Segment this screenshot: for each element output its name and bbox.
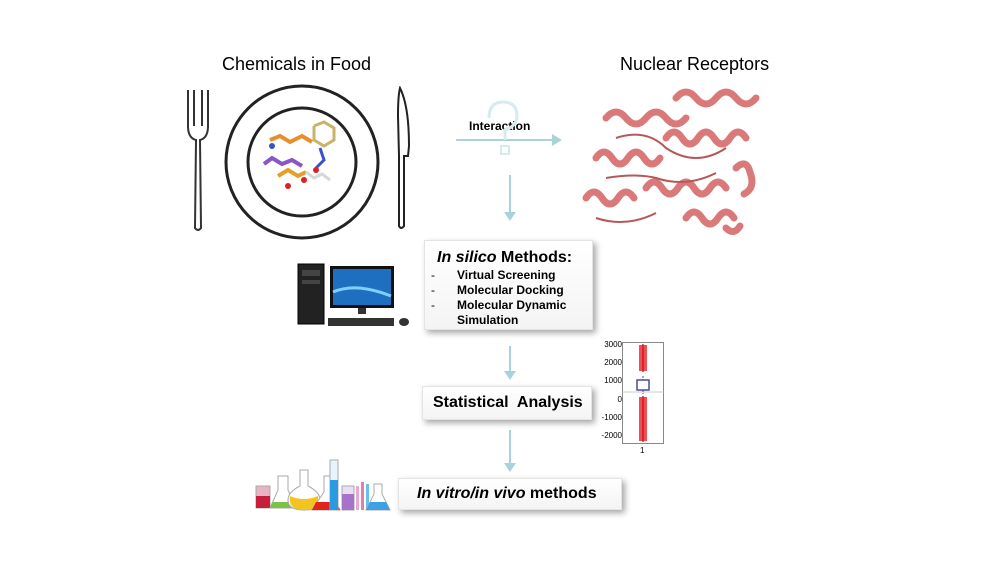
fork-icon (187, 90, 209, 231)
down-arrow-1 (504, 175, 516, 221)
in-silico-methods-box: In silico Methods: -Virtual Screening -M… (424, 240, 593, 330)
statistical-analysis-label: Statistical Analysis (433, 394, 583, 411)
y-tick: 0 (617, 395, 622, 404)
computer-icon (297, 263, 409, 326)
y-tick: -2000 (601, 431, 622, 440)
outlier-markers (639, 344, 647, 442)
lab-flasks-icon (255, 459, 391, 511)
list-item: -Molecular Dynamic Simulation (431, 298, 567, 327)
knife-icon (396, 86, 411, 229)
in-silico-list: -Virtual Screening -Molecular Docking -M… (431, 268, 591, 328)
y-tick: 1000 (604, 376, 622, 385)
y-tick: 3000 (604, 340, 622, 349)
down-arrow-3 (504, 430, 516, 472)
y-tick: -1000 (601, 413, 622, 422)
outlier-marker (639, 368, 647, 372)
statistical-analysis-box: Statistical Analysis (422, 386, 592, 420)
nuclear-receptors-heading: Nuclear Receptors (620, 54, 770, 74)
plate-icon (224, 84, 380, 240)
list-item: -Virtual Screening (431, 268, 556, 282)
y-tick: 2000 (604, 358, 622, 367)
molecule-icon (262, 120, 336, 189)
question-icon (487, 100, 519, 155)
list-item: -Molecular Docking (431, 283, 564, 297)
down-arrow-2 (504, 346, 516, 380)
protein-ribbon-icon (582, 88, 760, 235)
chemicals-in-food-heading: Chemicals in Food (222, 54, 372, 74)
in-vitro-in-vivo-label: In vitro/in vivo methods (417, 485, 597, 502)
boxplot-y-axis: 3000 2000 1000 0 -1000 -2000 (590, 340, 622, 446)
in-silico-title: In silico Methods: (437, 249, 573, 266)
x-tick: 1 (640, 446, 645, 455)
outlier-marker (639, 438, 647, 442)
boxplot-chart (622, 342, 664, 444)
in-vitro-in-vivo-box: In vitro/in vivo methods (398, 478, 622, 510)
